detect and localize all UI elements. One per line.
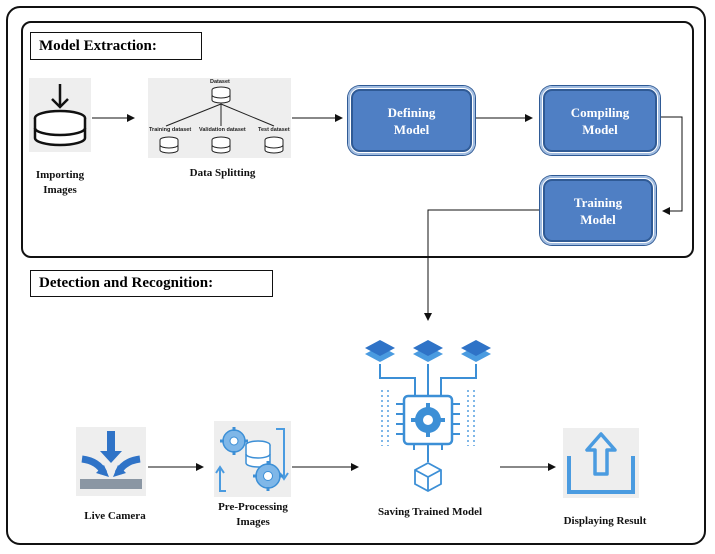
arrow-compile-to-train: [659, 116, 683, 215]
data-splitting-label: Data Splitting: [189, 167, 256, 179]
model-chip-icon: [360, 338, 496, 495]
training-model-box: Training Model: [540, 176, 656, 245]
defining-model-box: Defining Model: [348, 86, 475, 155]
detection-recognition-title: Detection and Recognition:: [30, 270, 273, 297]
upload-tray-icon: [563, 428, 639, 498]
database-download-icon: [29, 78, 91, 152]
camera-input-icon: [76, 427, 146, 496]
model-extraction-frame: [21, 21, 694, 258]
outer-frame: [6, 6, 706, 545]
preprocessing-gears-icon: [214, 421, 291, 497]
dataset-label: Dataset: [210, 79, 230, 85]
preprocessing-label: Pre-Processing Images: [218, 501, 288, 528]
importing-images-label: Importing Images: [35, 169, 85, 196]
saving-trained-model-label: Saving Trained Model: [377, 506, 483, 518]
training-dataset-label: Training dataset: [149, 127, 192, 133]
test-dataset-label: Test dataset: [258, 127, 290, 133]
validation-dataset-label: Validation dataset: [199, 127, 246, 133]
compiling-model-box: Compiling Model: [540, 86, 660, 155]
live-camera-label: Live Camera: [84, 510, 146, 522]
model-extraction-title: Model Extraction:: [30, 32, 202, 60]
dataset-tree-icon: Dataset Training dataset Validation data…: [148, 78, 291, 158]
arrow-train-to-save: [424, 209, 541, 321]
displaying-result-label: Displaying Result: [563, 515, 647, 527]
